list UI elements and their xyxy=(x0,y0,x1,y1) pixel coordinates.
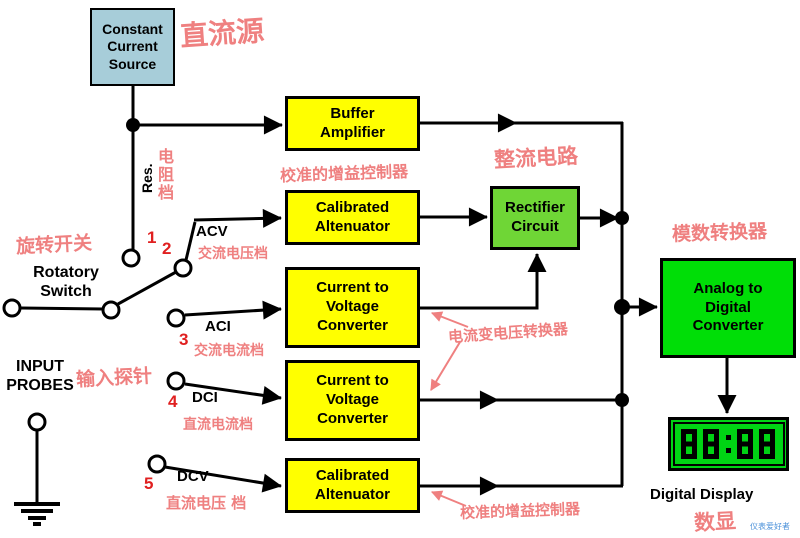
digital-display-label: Digital Display xyxy=(650,486,754,503)
block-constant-current-source: Constant Current Source xyxy=(90,8,175,86)
annotation-digital-display: 数显 xyxy=(693,508,737,536)
annotation-input-probes: 输入探针 xyxy=(75,365,153,391)
block-analog-to-digital-converter: Analog to Digital Converter xyxy=(660,258,796,358)
annotation-arrows xyxy=(430,311,469,507)
position-number-3: 3 xyxy=(179,330,189,349)
probe-terminal-signal xyxy=(2,298,22,318)
annotation-dc-source: 直流源 xyxy=(179,14,266,53)
wire-dci xyxy=(184,382,282,405)
switch-pivot xyxy=(101,300,121,320)
block-rectifier-circuit: Rectifier Circuit xyxy=(490,186,580,250)
block-calibrated-attenuator-bottom: Calibrated Altenuator xyxy=(285,458,420,513)
seven-segment-display: 88:88 xyxy=(672,422,785,466)
watermark: 仪表爱好者 xyxy=(750,522,790,532)
annotation-acv: 交流电压档 xyxy=(198,246,268,262)
switch-arm xyxy=(117,270,177,306)
annotation-rectifier: 整流电路 xyxy=(493,143,579,173)
wire-aci xyxy=(184,300,282,320)
aci-label: ACI xyxy=(205,318,231,335)
rotatory-switch-label: Rotatory Switch xyxy=(33,264,99,301)
annotation-resistance-range: 电阻档 xyxy=(155,148,174,202)
switch-contact-1 xyxy=(121,248,141,268)
annotation-adc: 模数转换器 xyxy=(671,220,768,246)
switch-contact-2 xyxy=(173,258,193,278)
acv-label: ACV xyxy=(196,223,228,240)
switch-contact-3 xyxy=(166,308,186,328)
block-buffer-amplifier: Buffer Amplifier xyxy=(285,96,420,151)
switch-contacts xyxy=(2,248,193,474)
annotation-gain-control-top: 校准的增益控制器 xyxy=(279,161,409,186)
seven-segment-digits-icon xyxy=(680,429,775,459)
digital-display: 88:88 xyxy=(668,417,789,471)
position-number-1: 1 xyxy=(147,228,157,247)
probe-terminal-ground xyxy=(27,412,47,432)
input-probes-label: INPUT PROBES xyxy=(6,358,74,395)
dci-label: DCI xyxy=(192,389,218,406)
annotation-rotary-switch: 旋转开关 xyxy=(15,232,93,258)
annotation-aci: 交流电流档 xyxy=(194,343,264,359)
block-current-to-voltage-2: Current to Voltage Converter xyxy=(285,360,420,441)
wire-dcv xyxy=(164,465,282,493)
wire-acv-b xyxy=(193,208,282,228)
junction-dot xyxy=(614,299,630,315)
junction-dot xyxy=(615,211,629,225)
junction-dots xyxy=(126,118,630,407)
annotation-dci: 直流电流档 xyxy=(183,417,253,433)
switch-contact-4 xyxy=(166,371,186,391)
junction-dot xyxy=(126,118,140,132)
junction-dot xyxy=(615,393,629,407)
wire-probe-lead xyxy=(20,306,104,311)
dcv-label: DCV xyxy=(177,468,209,485)
position-number-4: 4 xyxy=(168,392,178,411)
ground-symbol-icon xyxy=(14,502,60,526)
wire-cvc1-to-rectifier xyxy=(420,253,547,310)
position-number-2: 2 xyxy=(162,239,172,258)
wire-acv-a xyxy=(184,221,197,261)
annotation-dcv: 直流电压 档 xyxy=(166,494,247,512)
block-current-to-voltage-1: Current to Voltage Converter xyxy=(285,267,420,348)
annotation-gain-control-bottom: 校准的增益控制器 xyxy=(459,499,581,523)
switch-contact-5 xyxy=(147,454,167,474)
block-calibrated-attenuator-top: Calibrated Altenuator xyxy=(285,190,420,245)
position-number-5: 5 xyxy=(144,474,154,493)
